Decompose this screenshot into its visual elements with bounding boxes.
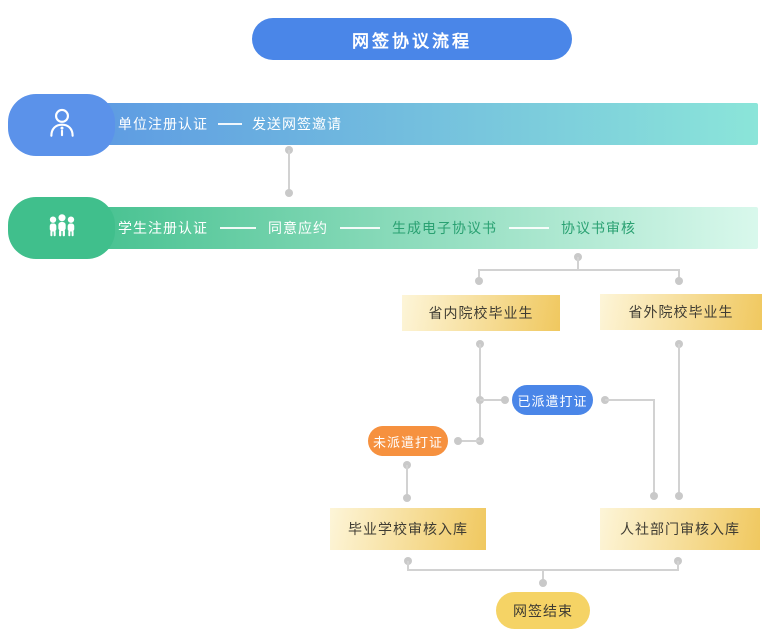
lane-unit-badge <box>8 94 115 156</box>
flow-dot <box>501 396 509 404</box>
step-agreement-review: 协议书审核 <box>561 220 636 236</box>
flow-dot <box>675 277 683 285</box>
flow-line <box>407 561 409 571</box>
flow-dot <box>675 492 683 500</box>
node-not-dispatched: 未派遣打证 <box>368 426 448 456</box>
node-dispatched: 已派遣打证 <box>512 385 593 415</box>
step-send-invite: 发送网签邀请 <box>252 116 342 132</box>
flow-dot <box>475 277 483 285</box>
flow-line <box>653 399 655 496</box>
flow-line <box>605 399 655 401</box>
lane-unit-bar: 单位注册认证 发送网签邀请 <box>60 103 758 145</box>
step-connector-dash <box>218 123 242 125</box>
step-accept-offer: 同意应约 <box>268 220 328 236</box>
lane-student-badge <box>8 197 115 259</box>
node-inside-province: 省内院校毕业生 <box>402 295 560 331</box>
flow-line <box>478 269 480 280</box>
node-end: 网签结束 <box>496 592 590 629</box>
flow-dot <box>403 494 411 502</box>
flow-line <box>478 269 680 271</box>
flow-line <box>542 569 544 583</box>
flow-line <box>678 344 680 496</box>
flow-dot <box>539 579 547 587</box>
lane-student-bar: 学生注册认证 同意应约 生成电子协议书 协议书审核 <box>60 207 758 249</box>
users-icon <box>43 212 81 245</box>
flow-line <box>406 465 408 498</box>
flow-line <box>479 344 481 441</box>
step-connector-dash <box>220 227 256 229</box>
flow-line <box>288 150 290 193</box>
step-connector-dash <box>509 227 549 229</box>
flow-line <box>677 561 679 571</box>
flow-line <box>458 440 480 442</box>
flow-dot <box>285 189 293 197</box>
flow-dot <box>454 437 462 445</box>
page-title: 网签协议流程 <box>252 18 572 60</box>
flow-line <box>577 257 579 271</box>
flow-dot <box>476 437 484 445</box>
flow-line <box>480 399 505 401</box>
node-school-review: 毕业学校审核入库 <box>330 508 486 550</box>
flow-line <box>678 269 680 280</box>
step-unit-register: 单位注册认证 <box>118 116 208 132</box>
step-generate-agreement: 生成电子协议书 <box>392 220 497 236</box>
step-connector-dash <box>340 227 380 229</box>
node-hr-review: 人社部门审核入库 <box>600 508 760 550</box>
step-student-register: 学生注册认证 <box>118 220 208 236</box>
node-outside-province: 省外院校毕业生 <box>600 294 762 330</box>
user-icon <box>45 106 79 145</box>
flow-dot <box>650 492 658 500</box>
